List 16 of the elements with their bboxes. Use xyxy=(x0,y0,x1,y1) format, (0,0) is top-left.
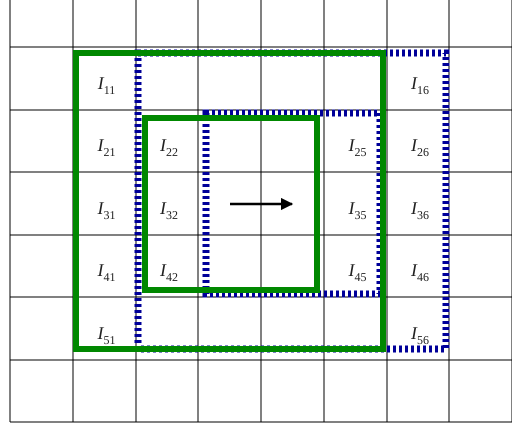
cell-label: I$_{32}$ xyxy=(160,198,178,220)
cell-label: I$_{22}$ xyxy=(160,136,178,158)
cell-label: I$_{21}$ xyxy=(98,136,116,158)
cell-label: I$_{31}$ xyxy=(98,198,116,220)
cell-label: I$_{35}$ xyxy=(348,198,366,220)
cell-label: I$_{11}$ xyxy=(98,74,116,96)
cell-label: I$_{56}$ xyxy=(411,324,429,346)
cell-label: I$_{26}$ xyxy=(411,136,429,158)
cell-label: I$_{16}$ xyxy=(411,74,429,96)
cell-label: I$_{41}$ xyxy=(98,261,116,283)
cell-label: I$_{51}$ xyxy=(98,324,116,346)
cell-label: I$_{42}$ xyxy=(160,261,178,283)
cell-label: I$_{25}$ xyxy=(348,136,366,158)
cell-label: I$_{46}$ xyxy=(411,261,429,283)
cell-label: I$_{36}$ xyxy=(411,198,429,220)
cell-label: I$_{45}$ xyxy=(348,261,366,283)
